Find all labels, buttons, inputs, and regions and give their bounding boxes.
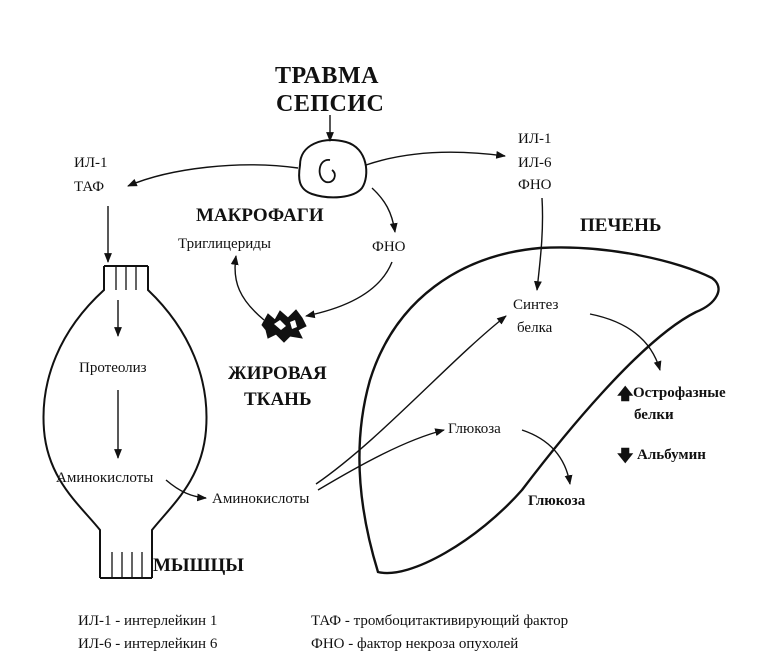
macrophages-label: МАКРОФАГИ	[196, 205, 324, 226]
adipose-label-line1: ЖИРОВАЯ	[228, 363, 327, 384]
legend-il6: ИЛ-6 - интерлейкин 6	[78, 636, 218, 652]
right-signal-il6: ИЛ-6	[518, 155, 552, 171]
blood-amino-acids-label: Аминокислоты	[212, 491, 310, 507]
acute-phase-line1: Острофазные	[633, 385, 726, 401]
triglycerides-label: Триглицериды	[178, 236, 271, 252]
arrow-muscle-aa-to-blood-aa	[165, 479, 207, 502]
muscle-amino-acids-label: Аминокислоты	[56, 470, 154, 486]
title-sepsis: СЕПСИС	[276, 91, 385, 117]
right-signal-tnf: ФНО	[518, 177, 552, 193]
liver-glucose-label: Глюкоза	[448, 421, 501, 437]
arrow-glucose-to-glucose-out	[521, 429, 573, 485]
legend-taf: ТАФ - тромбоцитактивирующий фактор	[311, 613, 569, 629]
arrow-aa-to-glucose	[317, 428, 445, 491]
adipose-label-line2: ТКАНЬ	[244, 389, 312, 410]
protein-synthesis-line1: Синтез	[513, 297, 559, 313]
proteolysis-label: Протеолиз	[79, 360, 147, 376]
arrow-macrophage-to-left-signals	[127, 164, 299, 187]
liver-label: ПЕЧЕНЬ	[580, 215, 662, 236]
title-trauma: ТРАВМА	[275, 63, 379, 89]
arrow-synthesis-to-acute-phase	[589, 313, 662, 371]
macrophage-cell	[298, 139, 368, 199]
acute-phase-line2: белки	[634, 407, 674, 423]
arrow-down-icon: 🡇	[617, 446, 634, 465]
right-signal-il1: ИЛ-1	[518, 131, 552, 147]
liver-outline	[358, 246, 720, 575]
arrow-up-icon: 🡅	[617, 384, 634, 403]
glucose-out-label: Глюкоза	[528, 493, 586, 509]
legend-fno: ФНО - фактор некроза опухолей	[311, 636, 519, 652]
arrow-tnf-to-adipose	[305, 261, 393, 319]
albumin-label: Альбумин	[637, 447, 706, 463]
muscle-tendons	[111, 266, 143, 578]
left-signal-il1: ИЛ-1	[74, 155, 108, 171]
tnf-label: ФНО	[372, 239, 406, 255]
muscle-label: МЫШЦЫ	[153, 555, 244, 576]
legend-il1: ИЛ-1 - интерлейкин 1	[78, 613, 218, 629]
arrow-macrophage-to-tnf	[371, 187, 398, 233]
arrow-aa-to-protein-synthesis	[315, 315, 507, 485]
arrow-signals-to-protein-synthesis	[534, 197, 544, 291]
arrow-adipose-to-triglycerides	[230, 255, 265, 321]
left-signal-taf: ТАФ	[74, 179, 105, 195]
macrophage-nucleus	[318, 159, 336, 184]
muscle-shape	[42, 265, 208, 579]
protein-synthesis-line2: белка	[517, 320, 553, 336]
arrow-macrophage-to-right-signals	[365, 150, 506, 166]
